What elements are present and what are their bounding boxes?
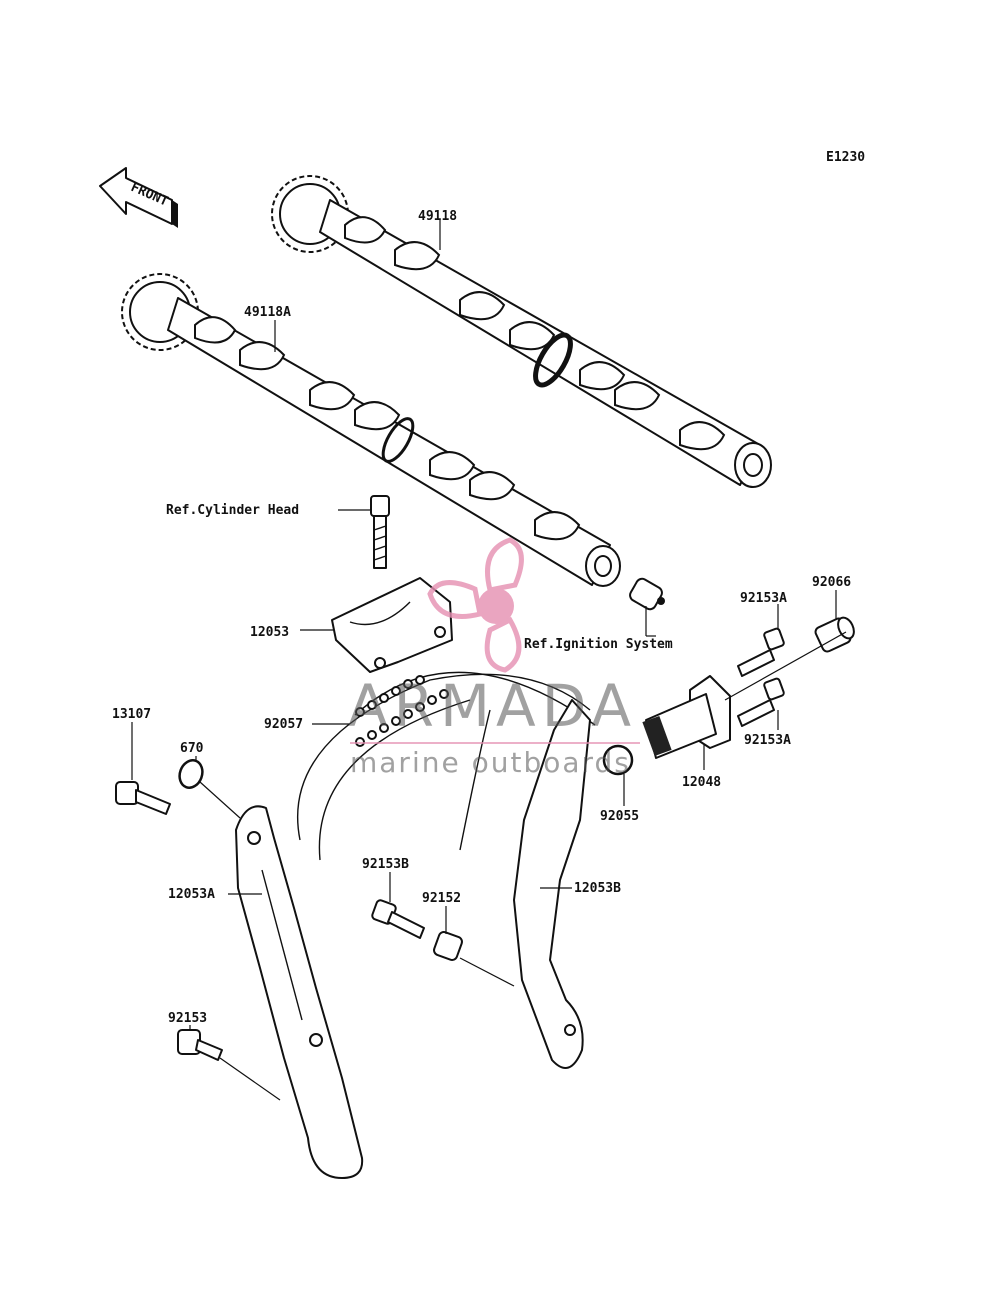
leader-lines — [131, 220, 837, 1030]
chain-guide-right[interactable] — [513, 699, 591, 1069]
label-92153a-bottom: 92153A — [744, 733, 791, 748]
label-13107: 13107 — [112, 707, 151, 722]
bolt-92153a-bottom[interactable] — [737, 677, 785, 727]
label-12053a: 12053A — [168, 887, 215, 902]
label-ref-ignition-system: Ref.Ignition System — [524, 637, 673, 652]
plug-92066[interactable] — [814, 615, 857, 653]
label-12053b: 12053B — [574, 881, 621, 896]
label-92055: 92055 — [600, 809, 639, 824]
label-ref-cylinder-head: Ref.Cylinder Head — [166, 503, 299, 518]
label-92066: 92066 — [812, 575, 851, 590]
bolt-92153b[interactable] — [371, 899, 425, 939]
diagram-code: E1230 — [826, 150, 865, 165]
label-92153a-top: 92153A — [740, 591, 787, 606]
label-49118: 49118 — [418, 209, 457, 224]
oring-92055[interactable] — [602, 744, 634, 776]
cylinder-head-bolt[interactable] — [370, 495, 390, 569]
camshaft-exhaust[interactable] — [271, 175, 772, 488]
label-12048: 12048 — [682, 775, 721, 790]
bolt-92153a-top[interactable] — [737, 627, 785, 677]
camshaft-intake[interactable] — [121, 273, 621, 587]
ignition-rotor — [629, 577, 665, 611]
bolt-92153[interactable] — [177, 1029, 281, 1101]
chain-guide-upper[interactable] — [331, 577, 453, 673]
chain-tensioner[interactable] — [642, 631, 847, 759]
label-92057: 92057 — [264, 717, 303, 732]
label-92152: 92152 — [422, 891, 461, 906]
watermark: ARMADA marine outboards — [348, 537, 640, 779]
label-12053: 12053 — [250, 625, 289, 640]
label-92153b: 92153B — [362, 857, 409, 872]
chain-guide-left[interactable] — [235, 805, 364, 1179]
collar-92152[interactable] — [433, 931, 515, 987]
watermark-logo-icon — [427, 537, 524, 673]
front-arrow-icon: FRONT — [99, 167, 178, 228]
bolt-13107[interactable] — [115, 781, 171, 815]
cam-chain[interactable] — [296, 671, 596, 861]
label-92153: 92153 — [168, 1011, 207, 1026]
watermark-brand: ARMADA — [348, 672, 637, 740]
watermark-tagline: marine outboards — [350, 746, 631, 779]
oring-670[interactable] — [176, 757, 241, 819]
label-49118a: 49118A — [244, 305, 291, 320]
label-670: 670 — [180, 741, 204, 756]
